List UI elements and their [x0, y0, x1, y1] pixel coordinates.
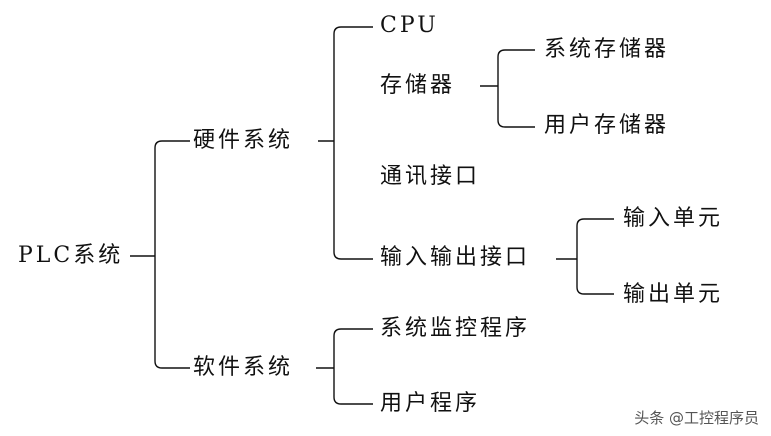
- node-cpu: CPU: [380, 13, 439, 38]
- node-comm-interface: 通讯接口: [380, 164, 481, 189]
- node-software-system: 软件系统: [193, 355, 294, 380]
- brace-software: [316, 328, 373, 405]
- node-system-monitor-program: 系统监控程序: [380, 316, 531, 341]
- node-output-unit: 输出单元: [623, 282, 724, 307]
- node-system-memory: 系统存储器: [544, 37, 670, 62]
- watermark: 头条 @工控程序员: [634, 409, 759, 427]
- node-user-program: 用户程序: [380, 391, 481, 416]
- brace-io: [556, 218, 614, 295]
- node-hardware-system: 硬件系统: [193, 128, 294, 153]
- brace-hardware: [318, 26, 373, 260]
- node-io-interface: 输入输出接口: [380, 245, 531, 270]
- brace-root: [130, 140, 190, 369]
- node-input-unit: 输入单元: [623, 206, 724, 231]
- brace-memory: [480, 49, 535, 128]
- node-user-memory: 用户存储器: [544, 113, 670, 138]
- node-memory: 存储器: [380, 73, 456, 98]
- node-plc-system: PLC系统: [18, 243, 124, 268]
